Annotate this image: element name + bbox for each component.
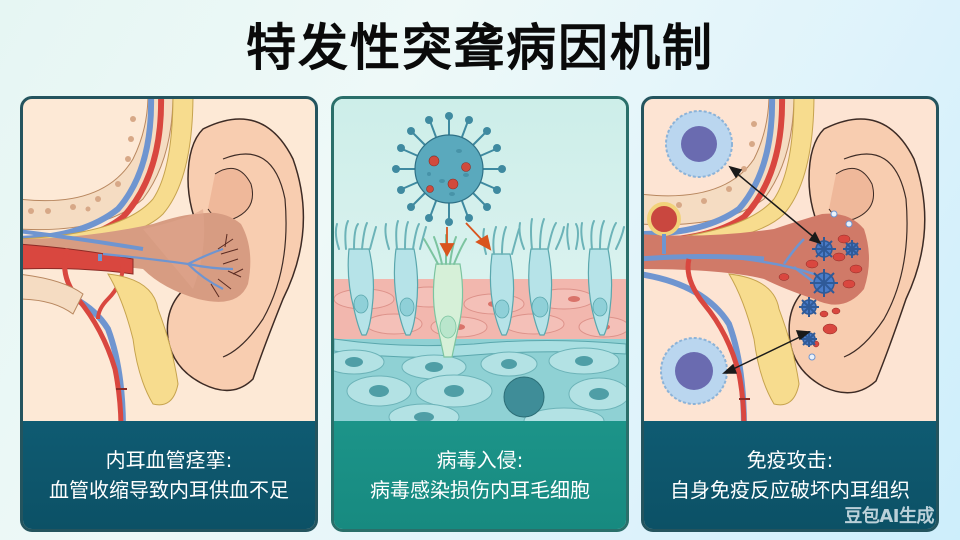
caption-viral-invasion: 病毒入侵: 病毒感染损伤内耳毛细胞 [334, 421, 626, 529]
immune-cell-icon [660, 110, 733, 405]
virus-hair-cells-illustration [334, 99, 626, 425]
caption-text: 病毒感染损伤内耳毛细胞 [370, 478, 590, 502]
page-title: 特发性突聋病因机制 [246, 19, 714, 77]
ear-vascular-illustration [23, 99, 305, 425]
panel-immune-attack: 免疫攻击: 自身免疫反应破坏内耳组织 [641, 96, 939, 532]
caption-title: 免疫攻击: [746, 448, 834, 472]
virus-icon [392, 112, 506, 226]
caption-vascular-spasm: 内耳血管痉挛: 血管收缩导致内耳供血不足 [23, 421, 315, 529]
caption-title: 内耳血管痉挛: [105, 448, 233, 472]
caption-title: 病毒入侵: [436, 448, 524, 472]
caption-text: 自身免疫反应破坏内耳组织 [670, 478, 910, 502]
caption-immune-attack: 免疫攻击: 自身免疫反应破坏内耳组织 [644, 421, 936, 529]
caption-text: 血管收缩导致内耳供血不足 [49, 478, 289, 502]
ear-immune-illustration [644, 99, 926, 425]
panel-vascular-spasm: 内耳血管痉挛: 血管收缩导致内耳供血不足 [20, 96, 318, 532]
panel-viral-invasion: 病毒入侵: 病毒感染损伤内耳毛细胞 [331, 96, 629, 532]
watermark: 豆包AI生成 [844, 506, 934, 527]
